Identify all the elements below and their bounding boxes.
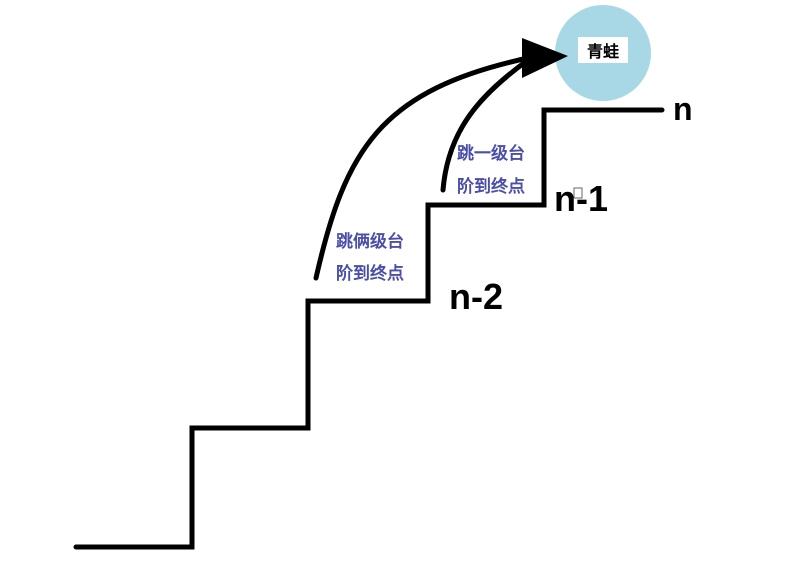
- frog-label: 青蛙: [587, 42, 619, 61]
- arrowhead: [522, 38, 568, 78]
- jump-two-line1: 跳俩级台: [336, 231, 404, 252]
- cursor-artifact-icon: [573, 187, 583, 199]
- step-label-n: n: [673, 91, 693, 127]
- jump-two-line2: 阶到终点: [336, 263, 404, 284]
- frog-label-bg: [578, 37, 628, 63]
- jump-one-line2: 阶到终点: [457, 176, 525, 197]
- step-label-n-minus-2: n-2: [449, 276, 503, 317]
- one-step-jump-curve: [440, 57, 531, 193]
- two-step-jump-curve: [313, 55, 531, 281]
- staircase-line: [73, 107, 665, 550]
- jump-one-line1: 跳一级台: [457, 143, 525, 164]
